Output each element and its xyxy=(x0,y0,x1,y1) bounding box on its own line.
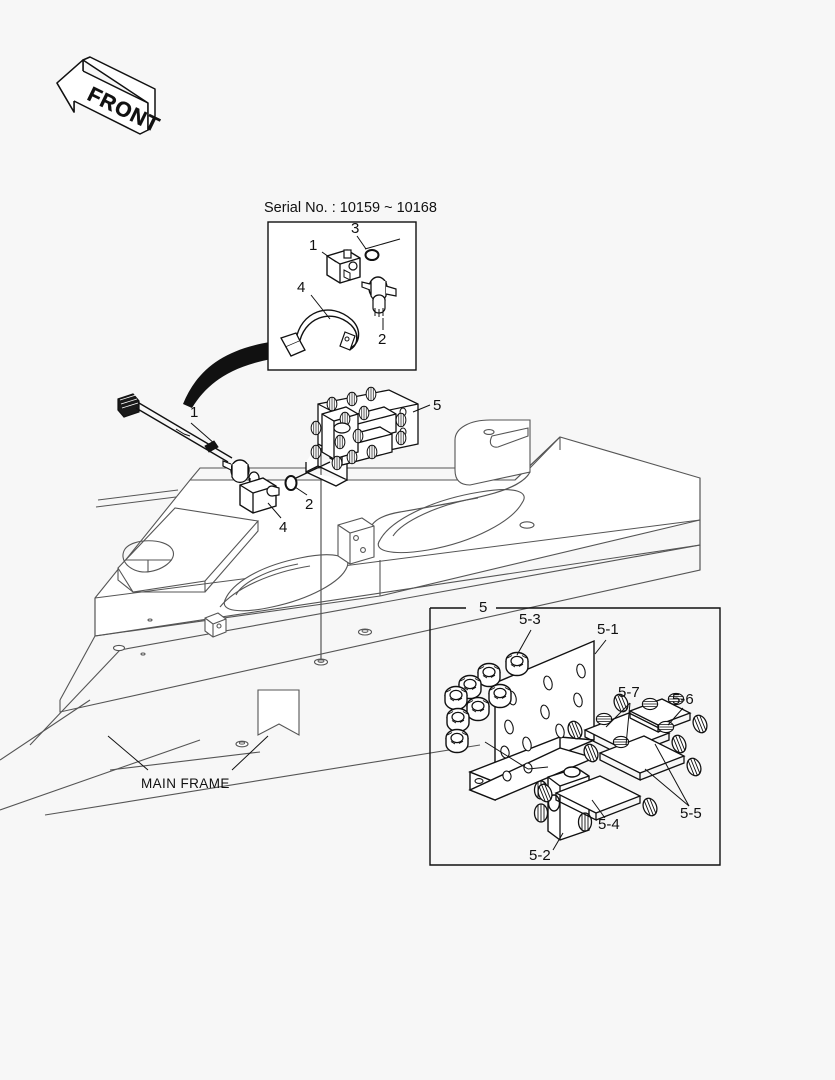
manifold-position-leader xyxy=(313,448,329,666)
detail-callout-5-6: 5-6 xyxy=(672,691,694,708)
serial-box-title: Serial No. : 10159 ~ 10168 xyxy=(264,200,437,216)
main-callout-4: 4 xyxy=(279,519,288,536)
callout-arrow xyxy=(183,342,272,408)
main-frame-label: MAIN FRAME xyxy=(141,776,230,791)
main-callout-5: 5 xyxy=(433,397,442,414)
detail-box-title: 5 xyxy=(474,600,493,615)
serial-callout-4: 4 xyxy=(297,279,306,296)
main-callout-1: 1 xyxy=(190,404,199,421)
main-callout-2: 2 xyxy=(305,496,314,513)
wiring-harness-assembly xyxy=(117,393,298,514)
serial-callout-1: 1 xyxy=(309,237,318,254)
serial-callout-3: 3 xyxy=(351,220,360,237)
detail-callout-5-4: 5-4 xyxy=(598,816,620,833)
detail-box-5 xyxy=(429,607,721,866)
detail-callout-5-3: 5-3 xyxy=(519,611,541,628)
main-leader-lines xyxy=(107,404,431,771)
detail-callout-5-1: 5-1 xyxy=(597,621,619,638)
serial-detail-box xyxy=(267,221,417,371)
detail-callout-5-5: 5-5 xyxy=(680,805,702,822)
detail-callout-5-2: 5-2 xyxy=(529,847,551,864)
detail-callout-5-7: 5-7 xyxy=(618,684,640,701)
serial-callout-2: 2 xyxy=(378,331,387,348)
front-arrow-icon xyxy=(56,56,156,135)
manifold-assembly xyxy=(295,386,419,487)
